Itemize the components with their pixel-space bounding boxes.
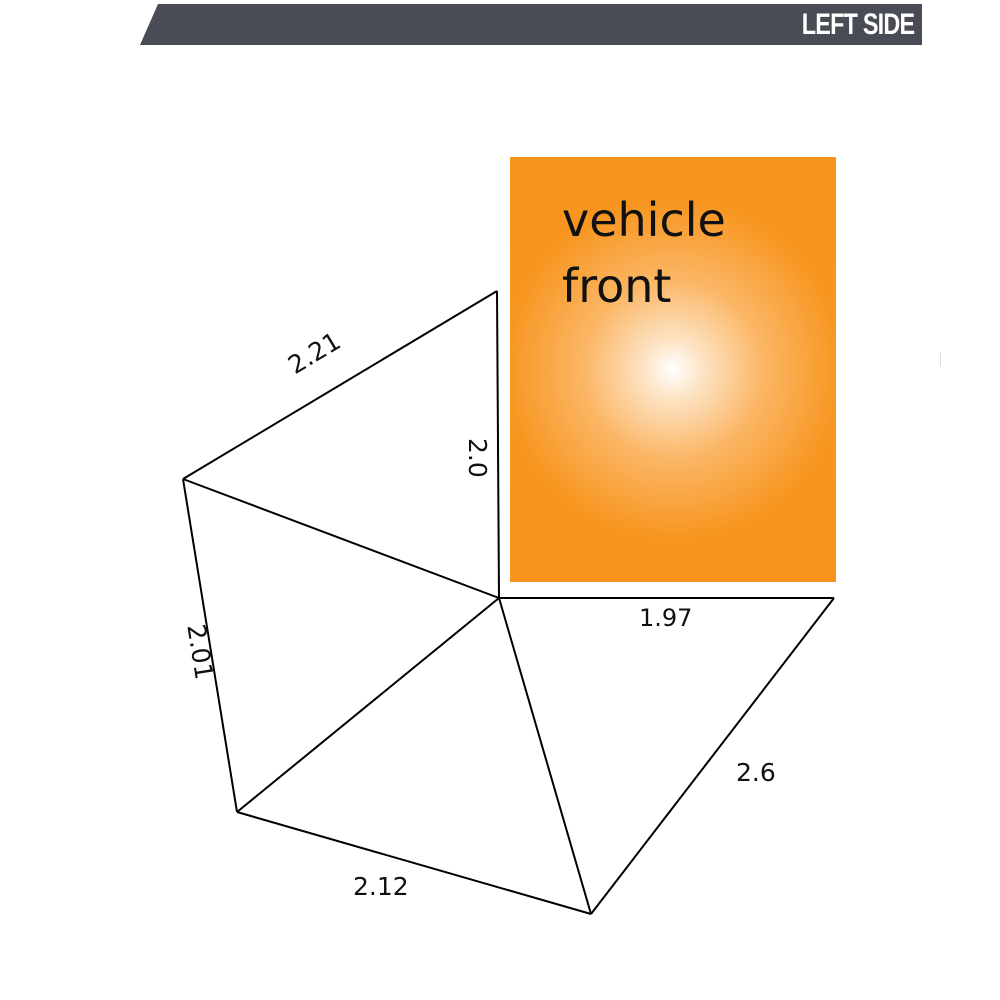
vehicle-label-line2: front xyxy=(562,259,672,313)
vehicle-block: vehicle front xyxy=(510,157,836,582)
edge-inner-left xyxy=(236,597,500,813)
edge-left-side xyxy=(182,478,238,813)
edge-mark xyxy=(940,352,941,366)
section-banner: LEFT SIDE xyxy=(140,4,922,45)
vehicle-label: vehicle front xyxy=(562,187,726,319)
dimension-bottom-left: 2.12 xyxy=(353,872,409,901)
banner-title: LEFT SIDE xyxy=(801,8,914,41)
dimension-vertical: 2.0 xyxy=(463,438,492,478)
edge-bottom-left xyxy=(236,811,592,915)
edge-inner-right xyxy=(498,597,592,915)
edge-top-slant xyxy=(182,290,498,480)
edge-vertical xyxy=(496,290,500,599)
edge-right-diagonal xyxy=(590,597,835,915)
vehicle-label-line1: vehicle xyxy=(562,193,726,247)
edge-inner-upper xyxy=(182,478,500,599)
dimension-right-diagonal: 2.6 xyxy=(736,758,776,787)
banner-shape xyxy=(140,4,922,45)
dimension-top-right: 1.97 xyxy=(639,604,693,632)
